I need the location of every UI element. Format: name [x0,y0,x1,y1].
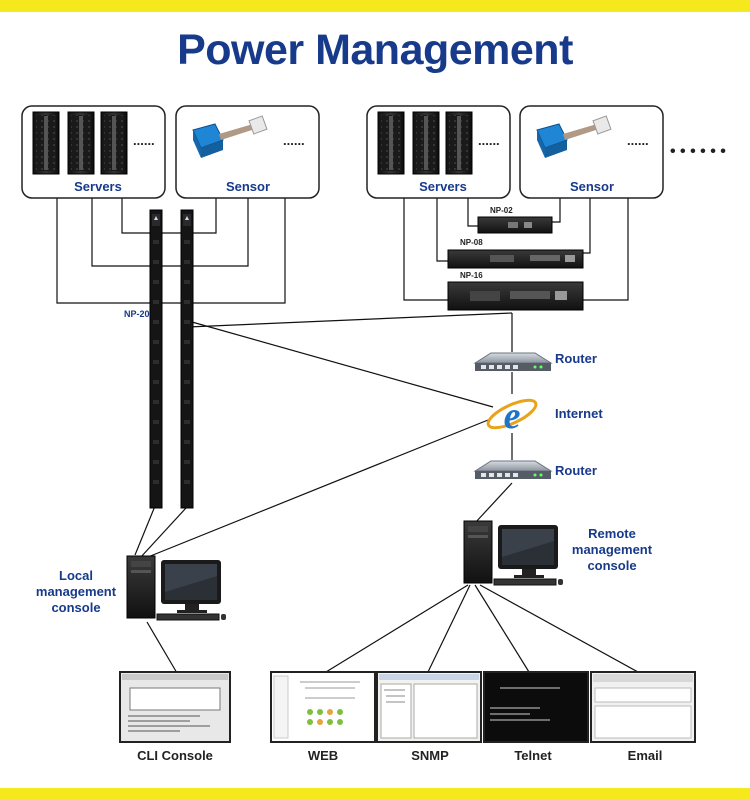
left-sensor-label: Sensor [226,179,270,194]
np02-device-icon [477,216,553,234]
np16-device-icon [447,281,584,311]
bottom-yellow-band [0,788,750,800]
server-rack-icon [445,111,473,175]
np08-device-icon [447,249,584,269]
remote-computer-icon [463,520,564,586]
connection-lines [56,198,639,674]
remote-console-label: console [587,558,636,573]
cli-console-label: CLI Console [137,748,213,763]
email-label: Email [628,748,663,763]
web-label: WEB [308,748,338,763]
router-top-label: Router [555,351,597,366]
left-servers-dots: ...... [133,133,155,148]
server-rack-icon [100,111,128,175]
server-rack-icon [377,111,405,175]
local-console-label: Local [59,568,93,583]
router-icon [474,352,552,372]
internet-icon: e [486,395,538,437]
snmp-label: SNMP [411,748,449,763]
snmp-screenshot-thumbnail [376,671,482,743]
pdu-label: NP-20 [124,309,150,319]
left-sensor-dots: ...... [283,133,305,148]
cli-screenshot-thumbnail [119,671,231,743]
more-items-dots: • • • • • • [670,143,726,160]
web-screenshot-thumbnail [270,671,376,743]
np08-label: NP-08 [460,238,483,247]
right-sensor-dots: ...... [627,133,649,148]
email-screenshot-thumbnail [590,671,696,743]
remote-console-label: Remote [588,526,636,541]
pdu-outlets [153,240,190,484]
local-console-label: management [36,584,117,599]
internet-label: Internet [555,406,603,421]
page-title: Power Management [177,26,573,74]
server-rack-icon [67,111,95,175]
right-sensor-label: Sensor [570,179,614,194]
router-bottom-label: Router [555,463,597,478]
server-rack-icon [32,111,60,175]
np16-label: NP-16 [460,271,483,280]
right-servers-label: Servers [419,179,467,194]
left-servers-label: Servers [74,179,122,194]
svg-text:e: e [504,395,521,437]
server-rack-icon [412,111,440,175]
telnet-screenshot-thumbnail [483,671,589,743]
top-yellow-band [0,0,750,12]
np02-label: NP-02 [490,206,513,215]
right-servers-dots: ...... [478,133,500,148]
router-icon [474,460,552,480]
local-computer-icon [126,555,227,621]
remote-console-label: management [572,542,653,557]
telnet-label: Telnet [514,748,552,763]
local-console-label: console [51,600,100,615]
